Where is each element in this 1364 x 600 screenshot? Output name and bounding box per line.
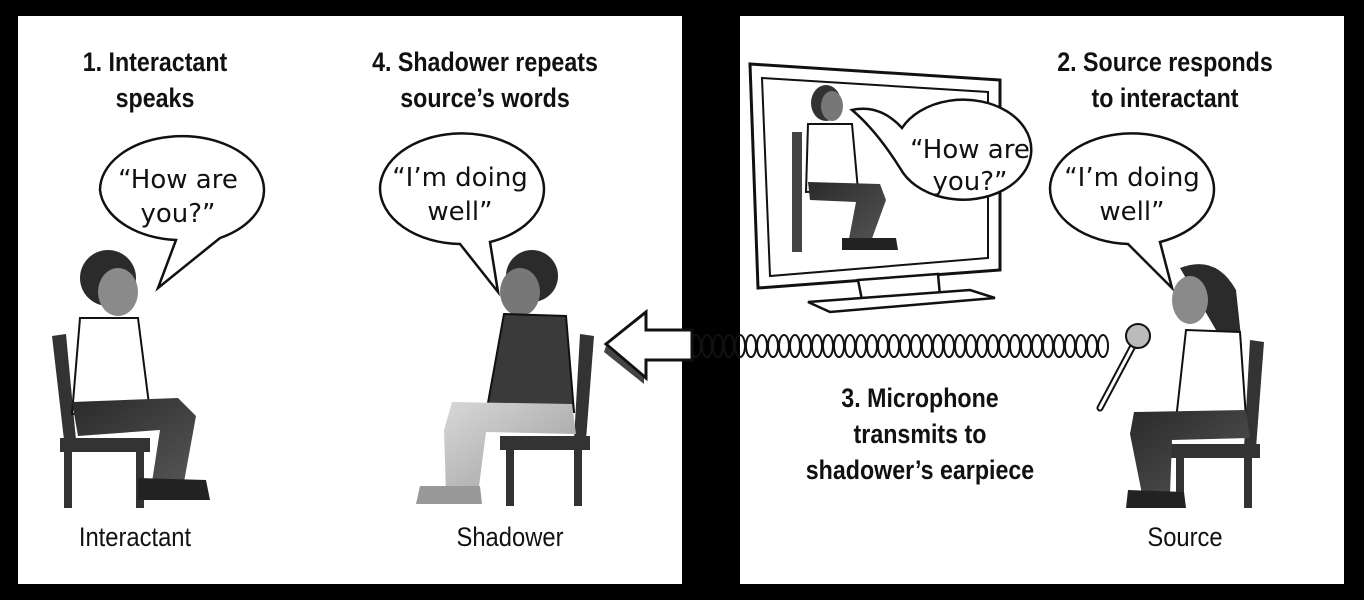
coil-loop: [778, 334, 790, 358]
screen-man: [792, 85, 898, 252]
step-2-line-1: 2. Source responds: [1057, 47, 1273, 77]
coil-loop: [789, 334, 801, 358]
coil-loop: [1031, 334, 1043, 358]
coil-loop: [932, 334, 944, 358]
coil-loop: [899, 334, 911, 358]
coil-loop: [998, 334, 1010, 358]
bubble-shadower-line-1: “I’m doing: [392, 163, 528, 193]
coil-loop: [767, 334, 779, 358]
step-4-line-2: source’s words: [400, 83, 570, 113]
coil-loop: [1042, 334, 1054, 358]
bubble-interactant: “How are you?”: [98, 134, 266, 292]
source-caption: Source: [1147, 522, 1223, 552]
step-4-line-1: 4. Shadower repeats: [372, 47, 598, 77]
bubble-interactant-line-1: “How are: [118, 165, 238, 195]
coil-loop: [987, 334, 999, 358]
coil-loop: [954, 334, 966, 358]
step-2-line-2: to interactant: [1091, 83, 1239, 113]
coil-loop: [976, 334, 988, 358]
step-1-line-2: speaks: [115, 83, 195, 113]
arrow-to-shadower-icon: [603, 308, 694, 384]
step-2-label: 2. Source responds to interactant: [1040, 44, 1289, 116]
coil-loop: [712, 334, 724, 358]
coil-loop: [822, 334, 834, 358]
interactant-figure: [52, 250, 210, 508]
coil-loop: [866, 334, 878, 358]
bubble-shadower: “I’m doing well”: [378, 132, 546, 297]
coil-loop: [910, 334, 922, 358]
bubble-shadower-line-2: well”: [427, 197, 492, 227]
coil-loop: [800, 334, 812, 358]
coil-loop: [1097, 334, 1109, 358]
step-1-line-1: 1. Interactant: [82, 47, 228, 77]
coil-loop: [723, 334, 735, 358]
coil-loop: [833, 334, 845, 358]
bubble-interactant-line-2: you?”: [140, 199, 215, 229]
coil-loop: [811, 334, 823, 358]
step-3-line-3: shadower’s earpiece: [805, 455, 1035, 485]
coil-loop: [888, 334, 900, 358]
coil-loop: [1020, 334, 1032, 358]
bubble-screen-line-1: “How are: [910, 135, 1030, 165]
coil-loop: [1086, 334, 1098, 358]
coil-loop: [734, 334, 746, 358]
step-4-label: 4. Shadower repeats source’s words: [360, 44, 609, 116]
bubble-source-line-1: “I’m doing: [1064, 163, 1200, 193]
step-1-label: 1. Interactant speaks: [65, 44, 246, 116]
coil-loop: [1064, 334, 1076, 358]
step-3-line-1: 3. Microphone: [841, 383, 999, 413]
coil-loop: [877, 334, 889, 358]
microphone-icon: [1096, 323, 1151, 412]
coil-loop: [1009, 334, 1021, 358]
shadower-caption: Shadower: [456, 522, 564, 552]
bubble-source: “I’m doing well”: [1048, 132, 1216, 293]
coil-loop: [756, 334, 768, 358]
coil-loop: [1075, 334, 1087, 358]
bubble-screen-line-2: you?”: [932, 167, 1007, 197]
bubble-source-line-2: well”: [1099, 197, 1164, 227]
coil-loop: [844, 334, 856, 358]
coil-loop: [855, 334, 867, 358]
coil-loop: [943, 334, 955, 358]
step-3-line-2: transmits to: [853, 419, 987, 449]
source-figure: [1126, 264, 1264, 508]
coil-loop: [965, 334, 977, 358]
interactant-caption: Interactant: [78, 522, 192, 552]
coil-loop: [701, 334, 713, 358]
bubble-screen: “How are you?”: [849, 98, 1033, 201]
coil-loop: [1053, 334, 1065, 358]
shadower-figure: [416, 250, 594, 506]
step-3-label: 3. Microphone transmits to shadower’s ea…: [791, 380, 1049, 488]
coil-loop: [745, 334, 757, 358]
coil-cord: [690, 334, 1109, 358]
coil-loop: [921, 334, 933, 358]
